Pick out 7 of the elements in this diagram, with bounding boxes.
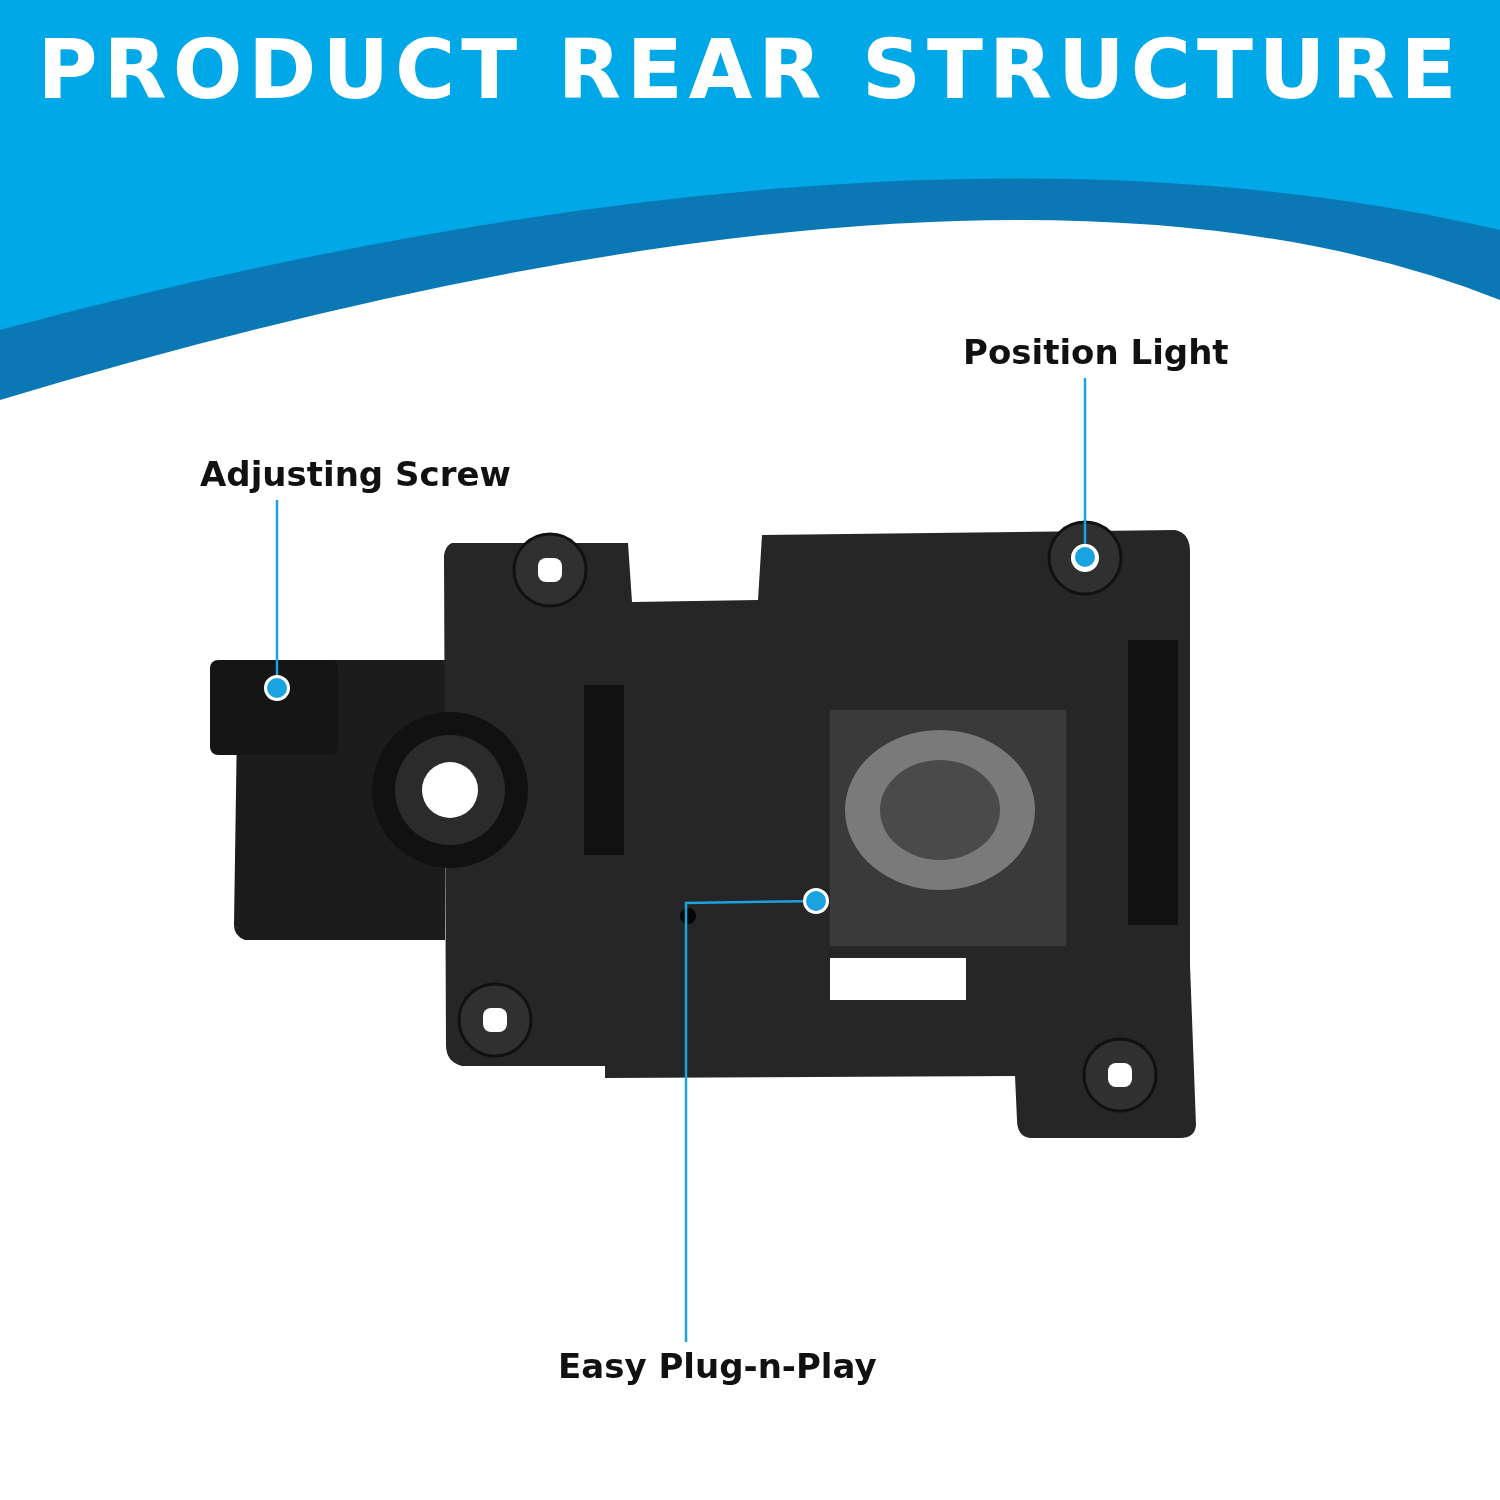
callout-label: Position Light (963, 330, 1229, 374)
leader-line (275, 500, 279, 675)
callout-label: Easy Plug-n-Play (558, 1344, 877, 1388)
leader-line (1083, 378, 1087, 544)
callout-label: Adjusting Screw (200, 452, 511, 496)
title: PRODUCT REAR STRUCTURE (36, 22, 1464, 117)
leader-line (684, 899, 803, 1342)
